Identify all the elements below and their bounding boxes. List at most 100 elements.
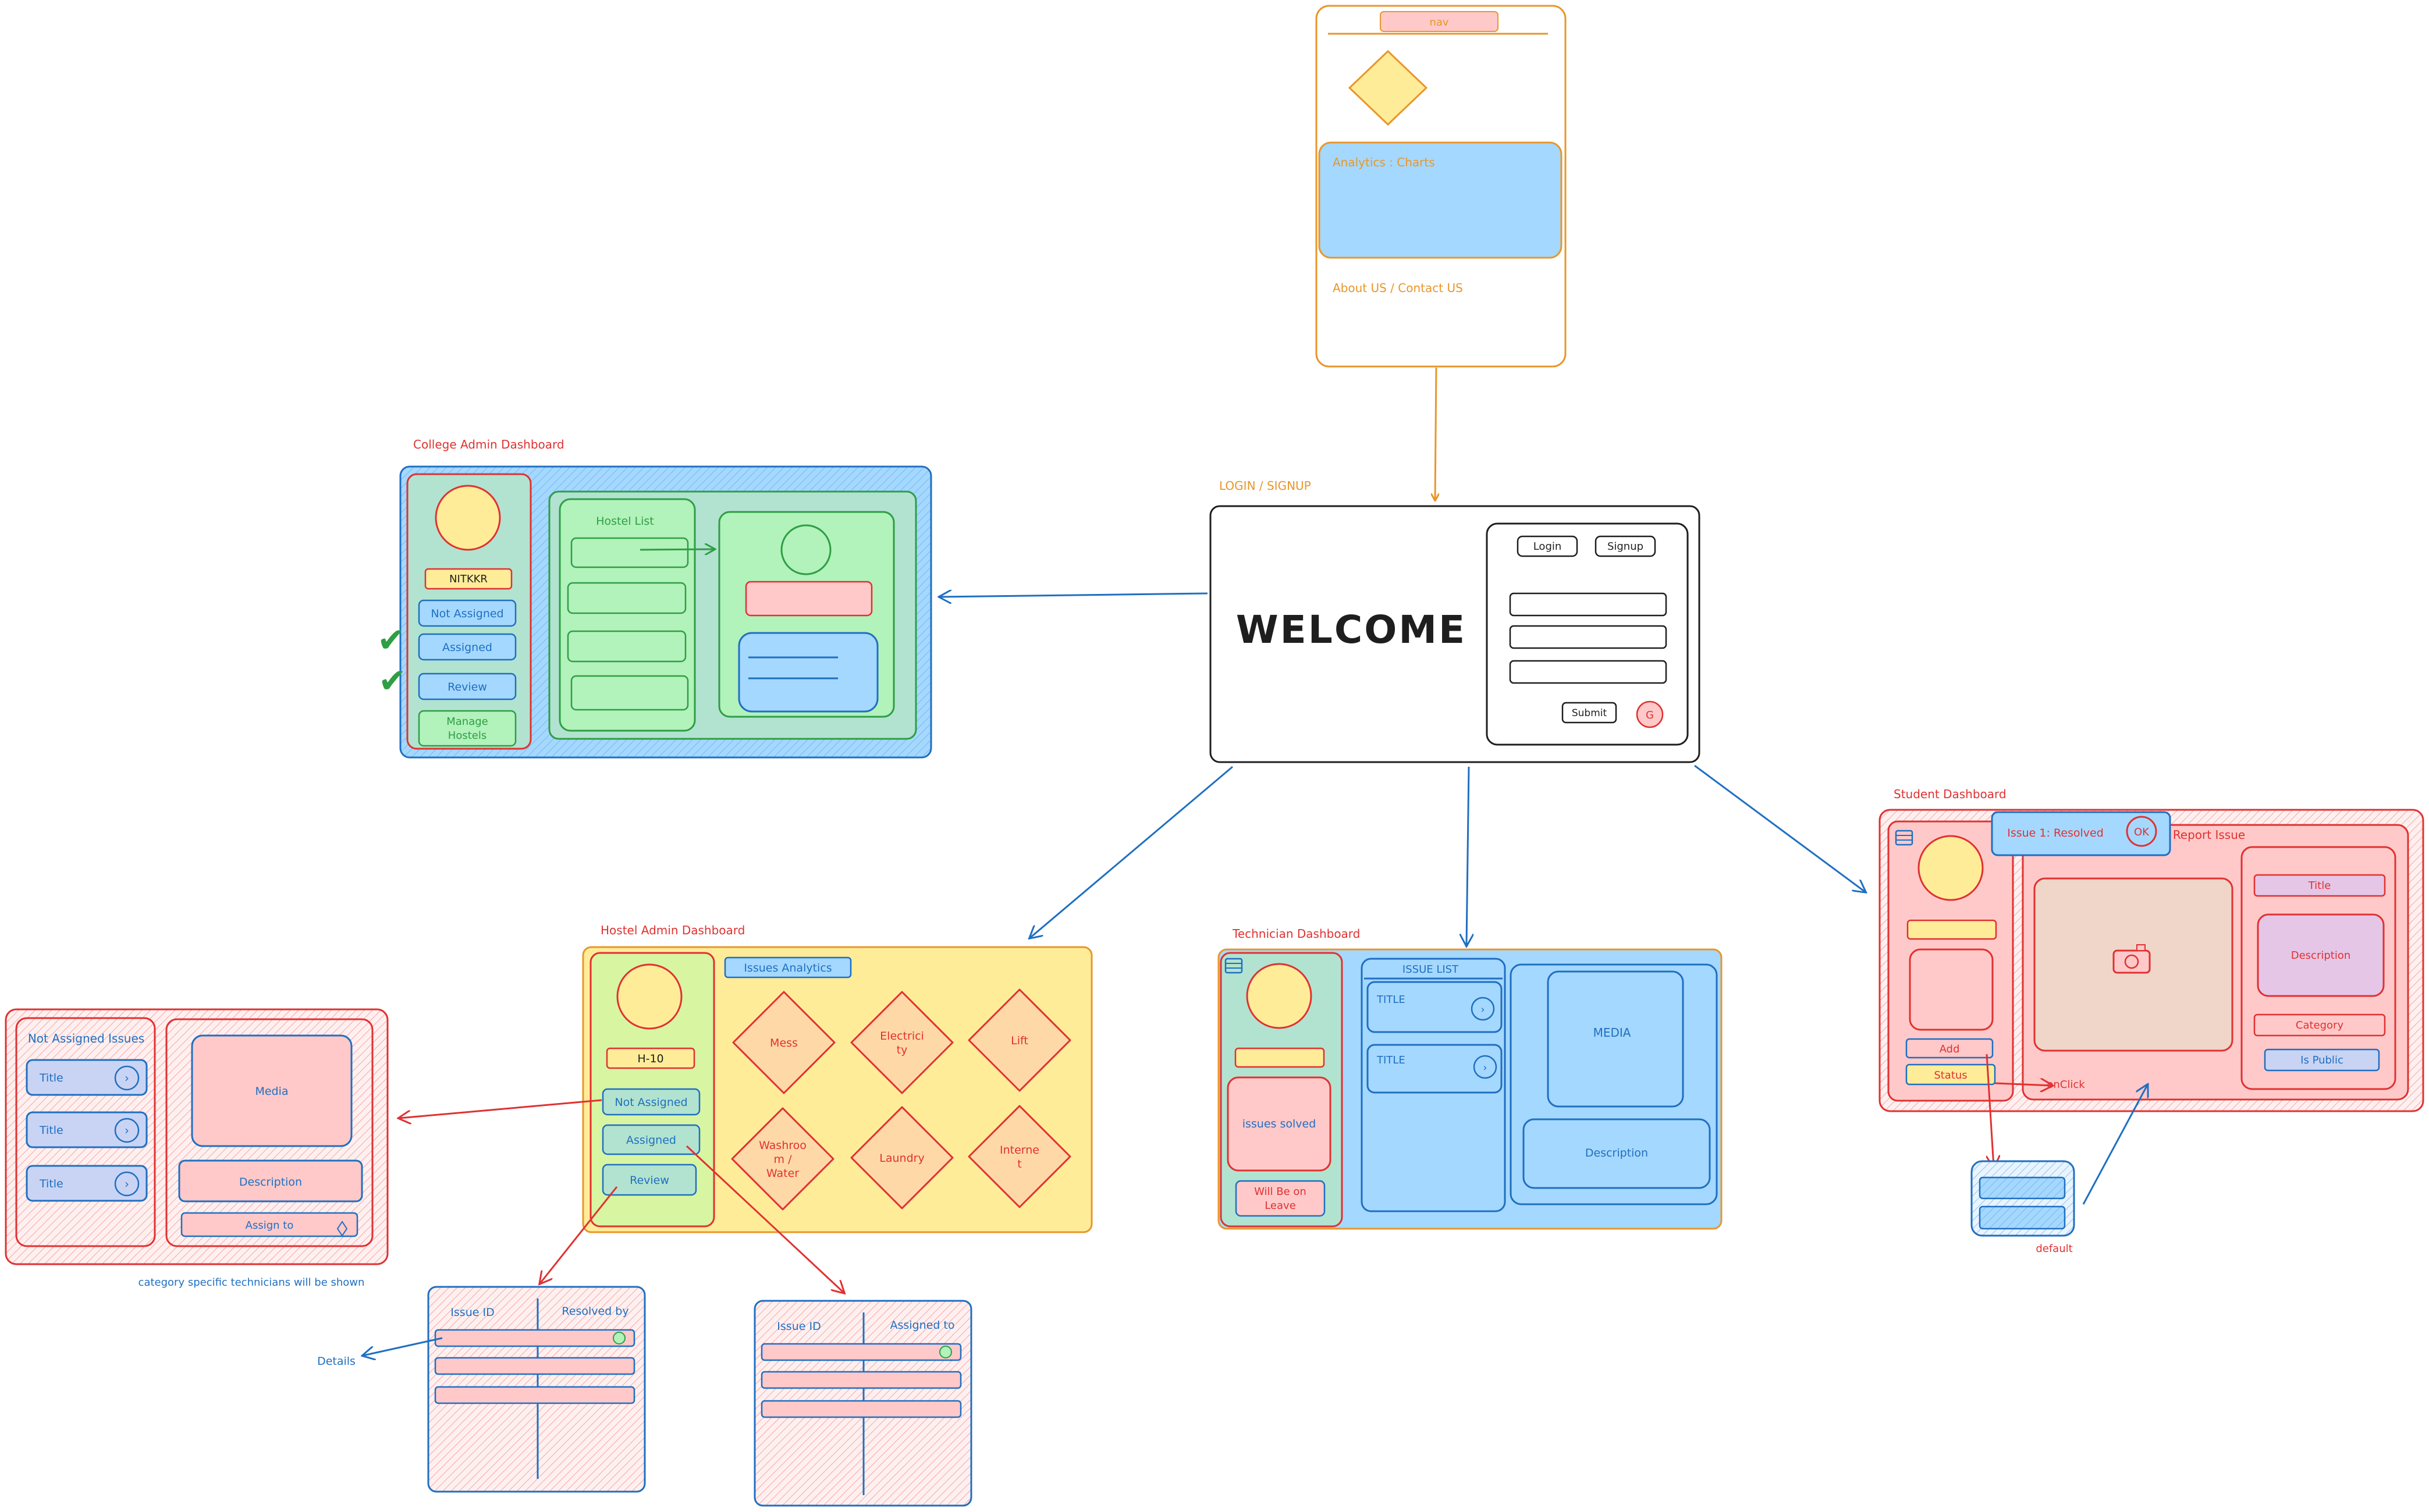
not-assigned-item[interactable]: [26, 1111, 148, 1148]
is-public-toggle[interactable]: [2264, 1048, 2380, 1072]
hamburger-menu-icon[interactable]: [1224, 958, 1243, 974]
category-diamond[interactable]: [732, 991, 836, 1094]
report-issue-title: Report Issue: [2173, 828, 2245, 842]
hostel-list-item[interactable]: [570, 537, 689, 568]
chevron-right-icon[interactable]: [114, 1171, 140, 1197]
college-not-assigned-button[interactable]: [418, 599, 517, 627]
arrow-login-to-hostel-admin: [1030, 766, 1233, 938]
technician-avatar: [1246, 963, 1312, 1029]
chevron-right-icon[interactable]: [114, 1118, 140, 1143]
tech-issue-title: TITLE: [1376, 994, 1405, 1006]
not-assigned-item[interactable]: [26, 1165, 148, 1202]
issue-description-box: [178, 1159, 363, 1203]
category-diamond[interactable]: [968, 1105, 1071, 1208]
issues-solved-card: [1227, 1076, 1331, 1172]
arrow-status-onclick: [1994, 1083, 2052, 1086]
tech-issue-title: TITLE: [1376, 1054, 1405, 1066]
tech-media-label: MEDIA: [1593, 1026, 1631, 1040]
not-assigned-title: Not Assigned Issues: [28, 1031, 144, 1045]
login-input-3[interactable]: [1509, 660, 1667, 684]
category-diamond[interactable]: [968, 988, 1071, 1092]
tech-issue-chevron-icon[interactable]: [1471, 997, 1495, 1021]
welcome-heading: WELCOME: [1236, 607, 1466, 652]
category-diamond[interactable]: [850, 1106, 954, 1209]
college-assigned-button[interactable]: [418, 633, 517, 661]
review-row[interactable]: [434, 1386, 635, 1404]
hostel-list-item[interactable]: [570, 675, 689, 711]
assigned-row[interactable]: [761, 1371, 962, 1389]
category-field[interactable]: [2253, 1013, 2386, 1037]
college-manage-hostels-button[interactable]: [418, 710, 517, 747]
hostel-not-assigned-button[interactable]: [602, 1088, 701, 1116]
assigned-row[interactable]: [761, 1343, 962, 1361]
leave-label-1: Will Be on: [1254, 1186, 1306, 1198]
tech-issue-item[interactable]: [1366, 1044, 1503, 1094]
signup-tab-button[interactable]: [1595, 535, 1656, 557]
nav-bar[interactable]: [1380, 11, 1498, 32]
hostel-list-title: Hostel List: [596, 515, 654, 528]
login-tab-button[interactable]: [1517, 535, 1578, 557]
category-diamond[interactable]: [731, 1107, 834, 1211]
review-row[interactable]: [434, 1357, 635, 1375]
is-public-label: Is Public: [2300, 1054, 2343, 1066]
description-field-label: Description: [2291, 949, 2351, 962]
toast-ok-label: OK: [2134, 826, 2150, 838]
leave-toggle-button[interactable]: [1235, 1180, 1326, 1217]
college-review-label: Review: [448, 681, 487, 693]
hostel-list-item[interactable]: [567, 630, 687, 663]
category-diamond[interactable]: [850, 991, 954, 1094]
hostel-list-item[interactable]: [567, 582, 687, 614]
status-popup-option[interactable]: [1979, 1205, 2066, 1230]
technician-caption: category specific technicians will be sh…: [139, 1276, 365, 1289]
chevron-right-icon: ›: [1483, 1062, 1487, 1074]
student-dashboard: Student Dashboard Add Status Report Issu…: [1878, 787, 2424, 1255]
google-signin-button[interactable]: [1636, 700, 1664, 728]
dropdown-caret-icon: [336, 1221, 348, 1237]
tech-description-label: Description: [1585, 1147, 1648, 1159]
about-contact-link[interactable]: About US / Contact US: [1333, 281, 1463, 295]
title-field[interactable]: [2253, 874, 2386, 897]
description-field[interactable]: [2257, 913, 2385, 997]
status-popup-option[interactable]: [1979, 1176, 2066, 1200]
analytics-charts-box: [1318, 141, 1562, 259]
check-icon-review: ✔: [378, 661, 407, 700]
hamburger-menu-icon[interactable]: [1895, 830, 1913, 846]
assign-to-dropdown[interactable]: [180, 1212, 358, 1237]
submit-button[interactable]: [1561, 702, 1617, 724]
resolved-toast-label: Issue 1: Resolved: [2007, 827, 2104, 839]
hostel-review-button[interactable]: [602, 1164, 697, 1196]
hostel-badge: [606, 1047, 695, 1069]
details-label: Details: [317, 1355, 356, 1368]
status-label: Status: [1934, 1069, 1967, 1081]
login-input-1[interactable]: [1509, 592, 1667, 617]
tech-issue-chevron-icon[interactable]: [1473, 1055, 1497, 1079]
login-section-label: LOGIN / SIGNUP: [1219, 479, 1311, 493]
not-assigned-item[interactable]: [26, 1059, 148, 1096]
nav-label: nav: [1429, 16, 1448, 29]
toast-ok-button[interactable]: [2126, 816, 2157, 847]
college-review-button[interactable]: [418, 673, 517, 700]
resolved-toast: [1991, 811, 2171, 856]
arrow-status-to-popup: [1986, 1054, 1994, 1167]
google-icon: G: [1646, 709, 1654, 721]
technician-title: Technician Dashboard: [1232, 927, 1360, 941]
submit-label: Submit: [1572, 707, 1607, 719]
chevron-glyph-icon: ›: [125, 1071, 129, 1085]
add-issue-button[interactable]: [1905, 1038, 1994, 1059]
hostel-assigned-button[interactable]: [602, 1124, 701, 1155]
hostel-admin-dashboard: Hostel Admin Dashboard H-10 Not Assigned…: [582, 923, 1093, 1233]
arrow-login-to-student: [1694, 764, 1865, 892]
login-input-2[interactable]: [1509, 625, 1667, 649]
college-assigned-label: Assigned: [442, 641, 492, 654]
login-signup-frame: LOGIN / SIGNUP WELCOME Login Signup Subm…: [1209, 479, 1700, 763]
status-button[interactable]: [1905, 1063, 1996, 1086]
chevron-right-icon[interactable]: [114, 1065, 140, 1091]
review-row[interactable]: [434, 1329, 635, 1347]
hostel-admin-title: Hostel Admin Dashboard: [601, 923, 745, 937]
issues-analytics-tab[interactable]: [724, 956, 852, 979]
chevron-glyph-icon: ›: [125, 1123, 129, 1137]
tech-issue-item[interactable]: [1366, 981, 1503, 1033]
technician-dashboard: Technician Dashboard issues solved Will …: [1217, 927, 1723, 1230]
assigned-row[interactable]: [761, 1400, 962, 1418]
